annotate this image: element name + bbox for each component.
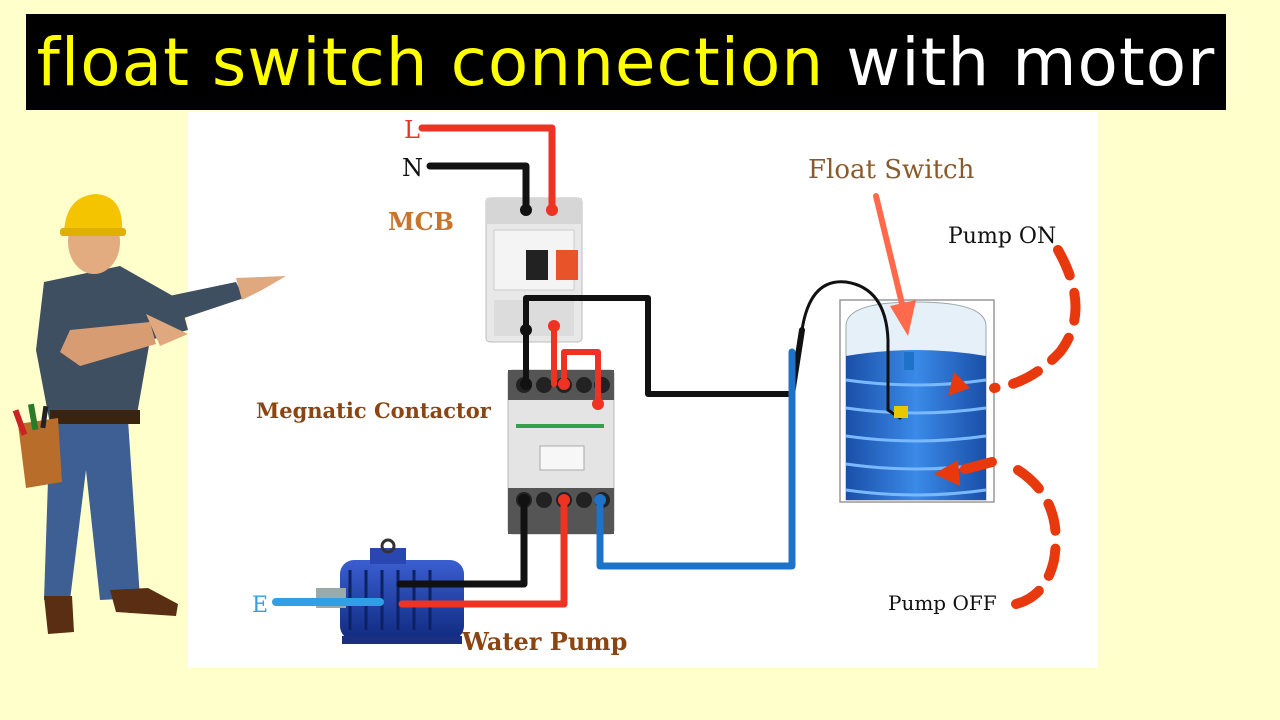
label-mcb: MCB: [388, 207, 454, 236]
label-pump-off: Pump OFF: [888, 591, 997, 615]
label-contactor: Megnatic Contactor: [256, 398, 492, 423]
label-float-switch: Float Switch: [808, 155, 975, 185]
pump-on-arrow: [989, 245, 1081, 393]
label-line: L: [404, 116, 420, 144]
label-water-pump: Water Pump: [461, 627, 627, 656]
label-pump-on: Pump ON: [948, 224, 1056, 249]
electrician-figure: [12, 194, 286, 634]
label-neutral: N: [402, 154, 423, 182]
float-pointer-arrow: [873, 193, 916, 336]
pump-off-arrow: [949, 457, 1061, 609]
mcb-breaker: [485, 197, 583, 343]
water-pump-motor: [316, 538, 464, 644]
title-banner: float switch connection with motor: [26, 14, 1226, 110]
title-part-white: with motor: [846, 23, 1216, 101]
pump-on-arrowhead: [948, 372, 970, 396]
wires: [272, 124, 914, 608]
title-part-yellow: float switch connection: [36, 23, 825, 101]
pump-off-arrowhead: [934, 460, 960, 486]
label-earth: E: [252, 593, 268, 618]
